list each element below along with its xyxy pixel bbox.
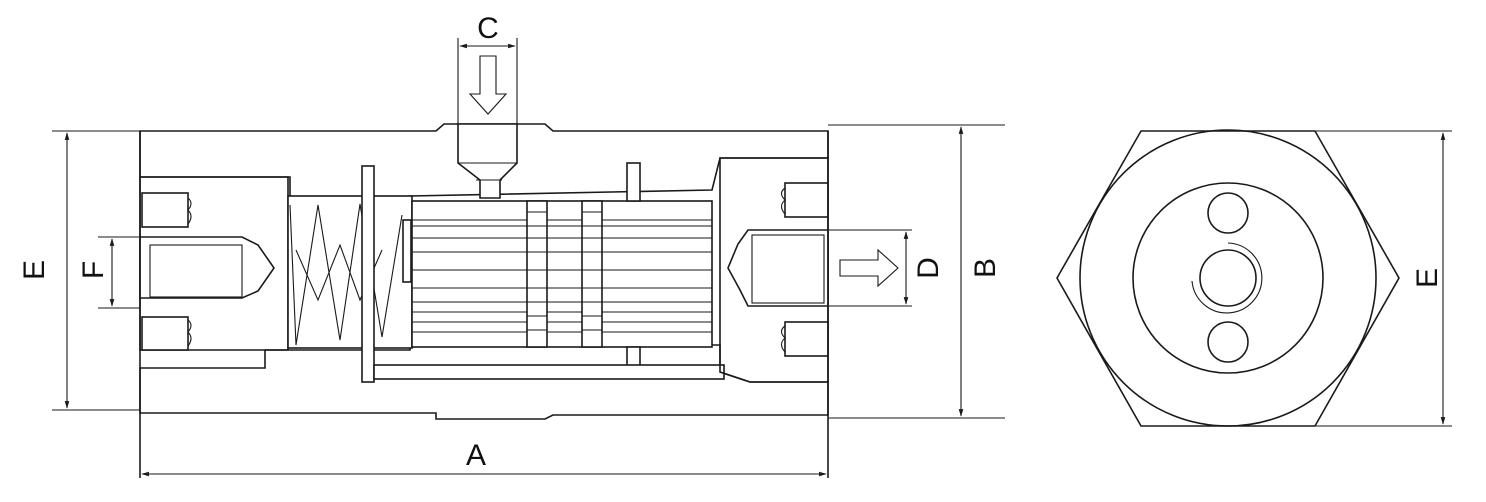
outer-circle <box>1079 129 1377 427</box>
dim-label-E-end: E <box>1411 268 1444 288</box>
section-view <box>139 123 829 478</box>
dim-label-B: B <box>969 258 1002 278</box>
outlet-port-D <box>727 229 829 307</box>
center-bore <box>1199 249 1257 307</box>
spring-end-arc <box>1191 242 1263 314</box>
inner-circle <box>1132 182 1324 374</box>
top-hole <box>1207 192 1249 234</box>
inlet-port-C <box>457 123 518 199</box>
dim-label-F: F <box>77 261 110 279</box>
flow-out-arrow-icon <box>839 248 899 288</box>
bottom-passage <box>373 364 725 380</box>
left-pocket-bottom <box>141 316 189 351</box>
right-plug <box>719 157 829 383</box>
hex-outline <box>1056 130 1400 427</box>
dimension-lines <box>52 38 1005 477</box>
bottom-hole <box>1207 321 1249 363</box>
dim-label-D: D <box>912 257 945 279</box>
retaining-pin <box>361 165 375 383</box>
spool <box>411 200 713 348</box>
dim-label-E: E <box>18 260 51 280</box>
dim-label-C: C <box>477 12 499 45</box>
flow-in-arrow-icon <box>468 55 508 115</box>
dim-label-A: A <box>466 439 486 472</box>
inlet-port-F <box>139 236 275 299</box>
body-bottom-wall <box>139 344 829 420</box>
end-view <box>1056 129 1452 427</box>
spring <box>289 203 403 346</box>
left-pocket-top <box>141 192 189 228</box>
top-pin <box>626 162 641 202</box>
